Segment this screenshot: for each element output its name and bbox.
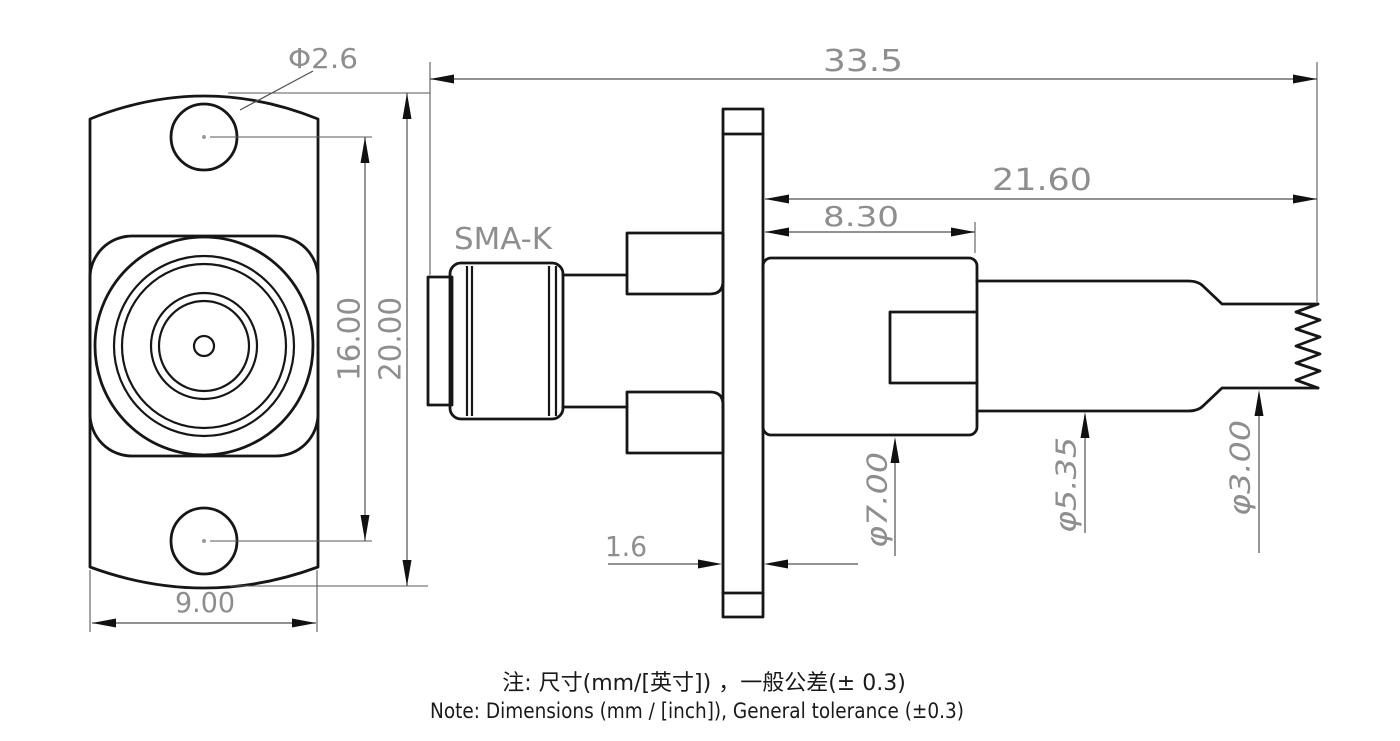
front-view-dimensions: 16.00 20.00 9.00 Φ2.6 [89, 42, 430, 632]
arrow-right-icon [1293, 74, 1317, 84]
arrow-left-icon [764, 559, 788, 569]
arrow-up-icon [1254, 390, 1264, 416]
arrow-up-icon [402, 93, 412, 119]
dim-body-diameter-label: φ7.00 [861, 452, 894, 548]
body-7mm-section [761, 256, 979, 437]
hole-center-mark-top [202, 135, 206, 139]
connector-ring-5 [157, 299, 251, 393]
front-tube [426, 275, 454, 407]
arrow-up-icon [360, 137, 370, 163]
shoulder-tab-bottom [625, 390, 725, 455]
side-view [426, 107, 1322, 619]
dim-body-length-label: 8.30 [823, 200, 899, 233]
shoulder-tab-top [625, 231, 725, 296]
note-line-english: Note: Dimensions (mm / [inch]), General … [430, 699, 964, 723]
note-line-chinese: 注: 尺寸(mm/[英寸]) ，一般公差(± 0.3) [502, 671, 906, 696]
arrow-left-icon [765, 227, 789, 237]
dim-cable-diameter-label: φ3.00 [1224, 420, 1257, 516]
cable-break-zigzag [1294, 302, 1322, 390]
arrow-up-icon [890, 437, 900, 463]
arrow-left-icon [92, 618, 116, 628]
connector-ring-4 [149, 291, 259, 401]
connector-type-label: SMA-K [454, 222, 553, 257]
dim-overall-length-label: 33.5 [823, 44, 903, 79]
flange-outline [88, 94, 320, 590]
arrow-right-icon [1293, 194, 1317, 204]
dim-flange-width-label: 9.00 [175, 586, 235, 619]
dim-rear-length-label: 21.60 [992, 163, 1092, 198]
shaft-5mm-top-profile [975, 279, 1320, 306]
dim-shaft-diameter-label: φ5.35 [1050, 437, 1083, 533]
front-view [88, 94, 320, 590]
arrow-left-icon [430, 74, 454, 84]
arrow-down-icon [402, 560, 412, 586]
center-pin-hole [192, 334, 216, 358]
connector-ring-3 [120, 262, 288, 430]
connector-ring-outer [93, 235, 315, 457]
arrow-right-icon [951, 227, 975, 237]
arrow-up-icon [1080, 412, 1090, 438]
arrow-down-icon [360, 515, 370, 541]
hole-center-mark-bottom [202, 539, 206, 543]
dim-hole-diameter-label: Φ2.6 [288, 42, 358, 75]
nut-front-profile [88, 234, 320, 458]
connector-ring-2 [112, 254, 296, 438]
dim-flange-thickness-label: 1.6 [605, 530, 647, 563]
body-inner-step [888, 310, 979, 385]
shaft-5mm-bottom-profile [975, 386, 1320, 413]
arrow-right-icon [292, 618, 316, 628]
arrow-right-icon [698, 559, 722, 569]
dim-hole-spacing-label: 16.00 [333, 297, 368, 381]
flange-plate-side [721, 107, 765, 619]
arrow-left-icon [765, 194, 789, 204]
dim-flange-height-label: 20.00 [374, 297, 409, 381]
side-view-dimensions: 33.5 21.60 8.30 SMA-K 1.6 φ7.00 φ5.35 φ3… [429, 44, 1318, 569]
leader-line-hole-diameter [239, 70, 314, 111]
coupling-nut [448, 261, 565, 421]
drawing-notes: 注: 尺寸(mm/[英寸]) ，一般公差(± 0.3) Note: Dimens… [430, 671, 964, 723]
